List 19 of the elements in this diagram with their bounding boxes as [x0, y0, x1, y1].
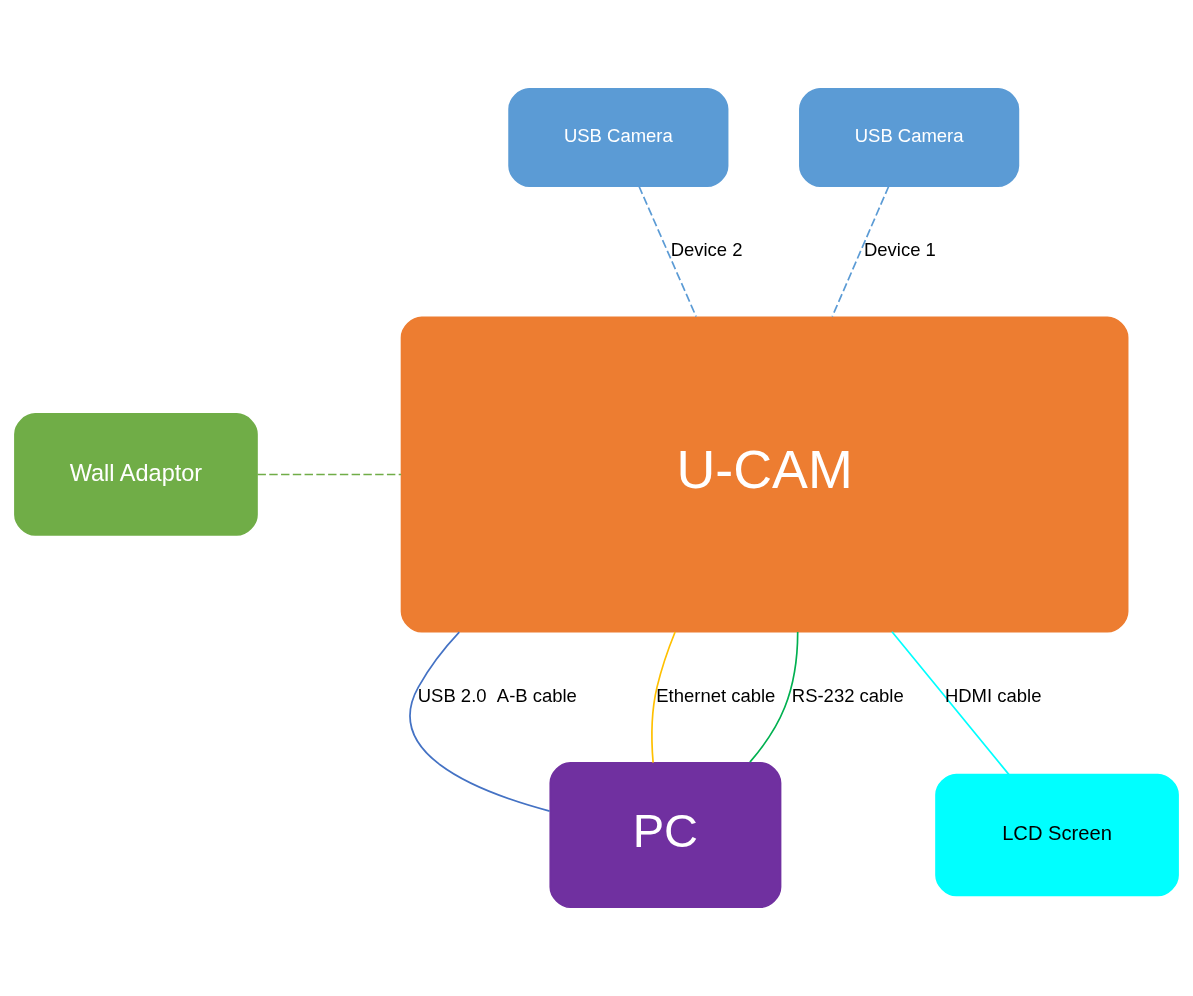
- connector: [409, 631, 551, 812]
- edge-label: RS-232 cable: [791, 684, 904, 706]
- edge-label: Ethernet cable: [656, 684, 776, 706]
- edge-label: Device 1: [863, 239, 936, 261]
- connector: [256, 473, 402, 476]
- connector: [891, 630, 1010, 776]
- edge-label: Device 2: [670, 239, 743, 261]
- connector: [831, 185, 890, 318]
- node-box: U-CAM: [400, 316, 1129, 633]
- connector: [749, 631, 799, 763]
- edge-label: USB 2.0 A-B cable: [417, 684, 577, 706]
- node-box: USB Camera: [799, 87, 1020, 188]
- node-box: LCD Screen: [935, 773, 1179, 897]
- connector: [651, 631, 676, 764]
- node-box: USB Camera: [508, 87, 729, 188]
- edge-label: HDMI cable: [944, 684, 1042, 706]
- node-box: PC: [549, 761, 782, 909]
- connector: [638, 185, 697, 318]
- node-box: Wall Adaptor: [14, 413, 258, 536]
